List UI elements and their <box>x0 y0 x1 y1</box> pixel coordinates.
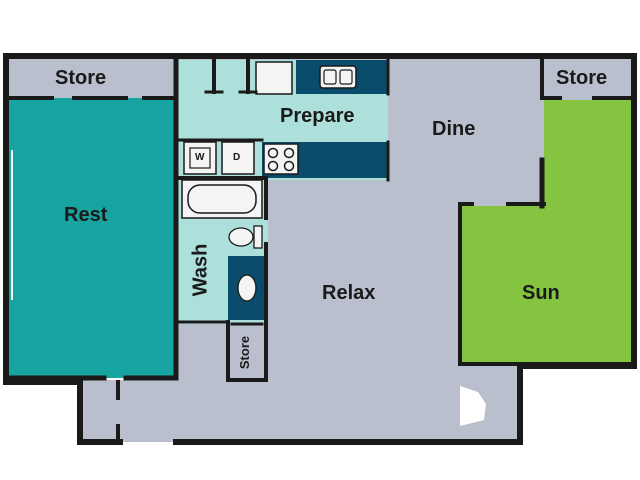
store-small-area <box>236 326 266 378</box>
washer-door <box>189 147 211 169</box>
walls <box>3 53 637 445</box>
label-sun: Sun <box>522 282 560 304</box>
toilet-bowl <box>228 227 254 247</box>
vanity-sink <box>237 274 257 302</box>
label-store-right: Store <box>556 67 608 89</box>
kitchen-sink <box>319 65 357 89</box>
dryer <box>221 141 255 175</box>
dryer-label: D <box>233 152 241 163</box>
door-swing-closet <box>460 386 486 426</box>
label-dine: Dine <box>432 118 476 140</box>
sink-basin-left <box>323 69 337 85</box>
store-left-area <box>6 58 176 98</box>
rest-room <box>8 98 176 378</box>
label-store-left: Store <box>55 67 107 89</box>
sun-room <box>460 100 632 364</box>
label-prepare: Prepare <box>280 105 355 127</box>
bathtub-basin <box>187 184 257 214</box>
sink-basin-right <box>339 69 353 85</box>
floor-hall <box>80 380 180 442</box>
label-store-small: Store <box>237 335 253 370</box>
store-right-area <box>542 60 632 98</box>
toilet-tank <box>253 225 263 249</box>
washer <box>183 141 217 175</box>
refrigerator <box>255 61 293 95</box>
label-wash: Wash <box>189 243 212 297</box>
label-rest: Rest <box>64 204 108 226</box>
label-relax: Relax <box>322 282 376 304</box>
washer-label: W <box>195 152 205 163</box>
